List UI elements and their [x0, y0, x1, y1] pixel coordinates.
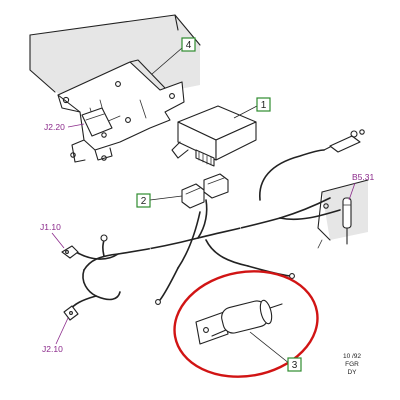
ref-b5-31-label: B5.31: [352, 172, 374, 182]
drawing-tag: 10 /92 FGR DY: [343, 353, 361, 376]
ref-j1-10-label: J1.10: [40, 222, 61, 232]
harness-terminals: [61, 234, 295, 321]
ref-j2-10-label: J2.10: [42, 344, 63, 354]
mounting-bracket-assembly: [29, 14, 201, 163]
ref-j2-20-label: J2.20: [44, 122, 65, 132]
callout-3-label: 3: [292, 360, 298, 371]
highlight-circle: [173, 270, 319, 378]
drawing-tag-suffix: DY: [347, 369, 357, 376]
callout-2[interactable]: 2: [136, 193, 151, 208]
drawing-tag-code: FGR: [345, 361, 359, 368]
ref-j1-10: J1.10: [40, 222, 65, 249]
wiring-harness: [69, 149, 341, 311]
drawing-tag-date: 10 /92: [343, 353, 361, 360]
ref-j2-20: J2.20: [44, 122, 85, 132]
ref-b5-31: B5.31: [348, 172, 374, 201]
callout-2-label: 2: [141, 196, 147, 207]
connector-pair: [181, 173, 229, 209]
callout-4-label: 4: [186, 40, 192, 51]
inline-plug: [323, 129, 365, 153]
suppressor-component: [195, 299, 283, 345]
callout-3[interactable]: 3: [287, 357, 302, 372]
callout-4[interactable]: 4: [181, 37, 196, 52]
control-module: [171, 105, 257, 167]
callout-1-label: 1: [261, 100, 267, 111]
sensor-bracket: [317, 179, 369, 249]
ref-j2-10: J2.10: [42, 317, 69, 354]
callout-1[interactable]: 1: [256, 97, 271, 112]
